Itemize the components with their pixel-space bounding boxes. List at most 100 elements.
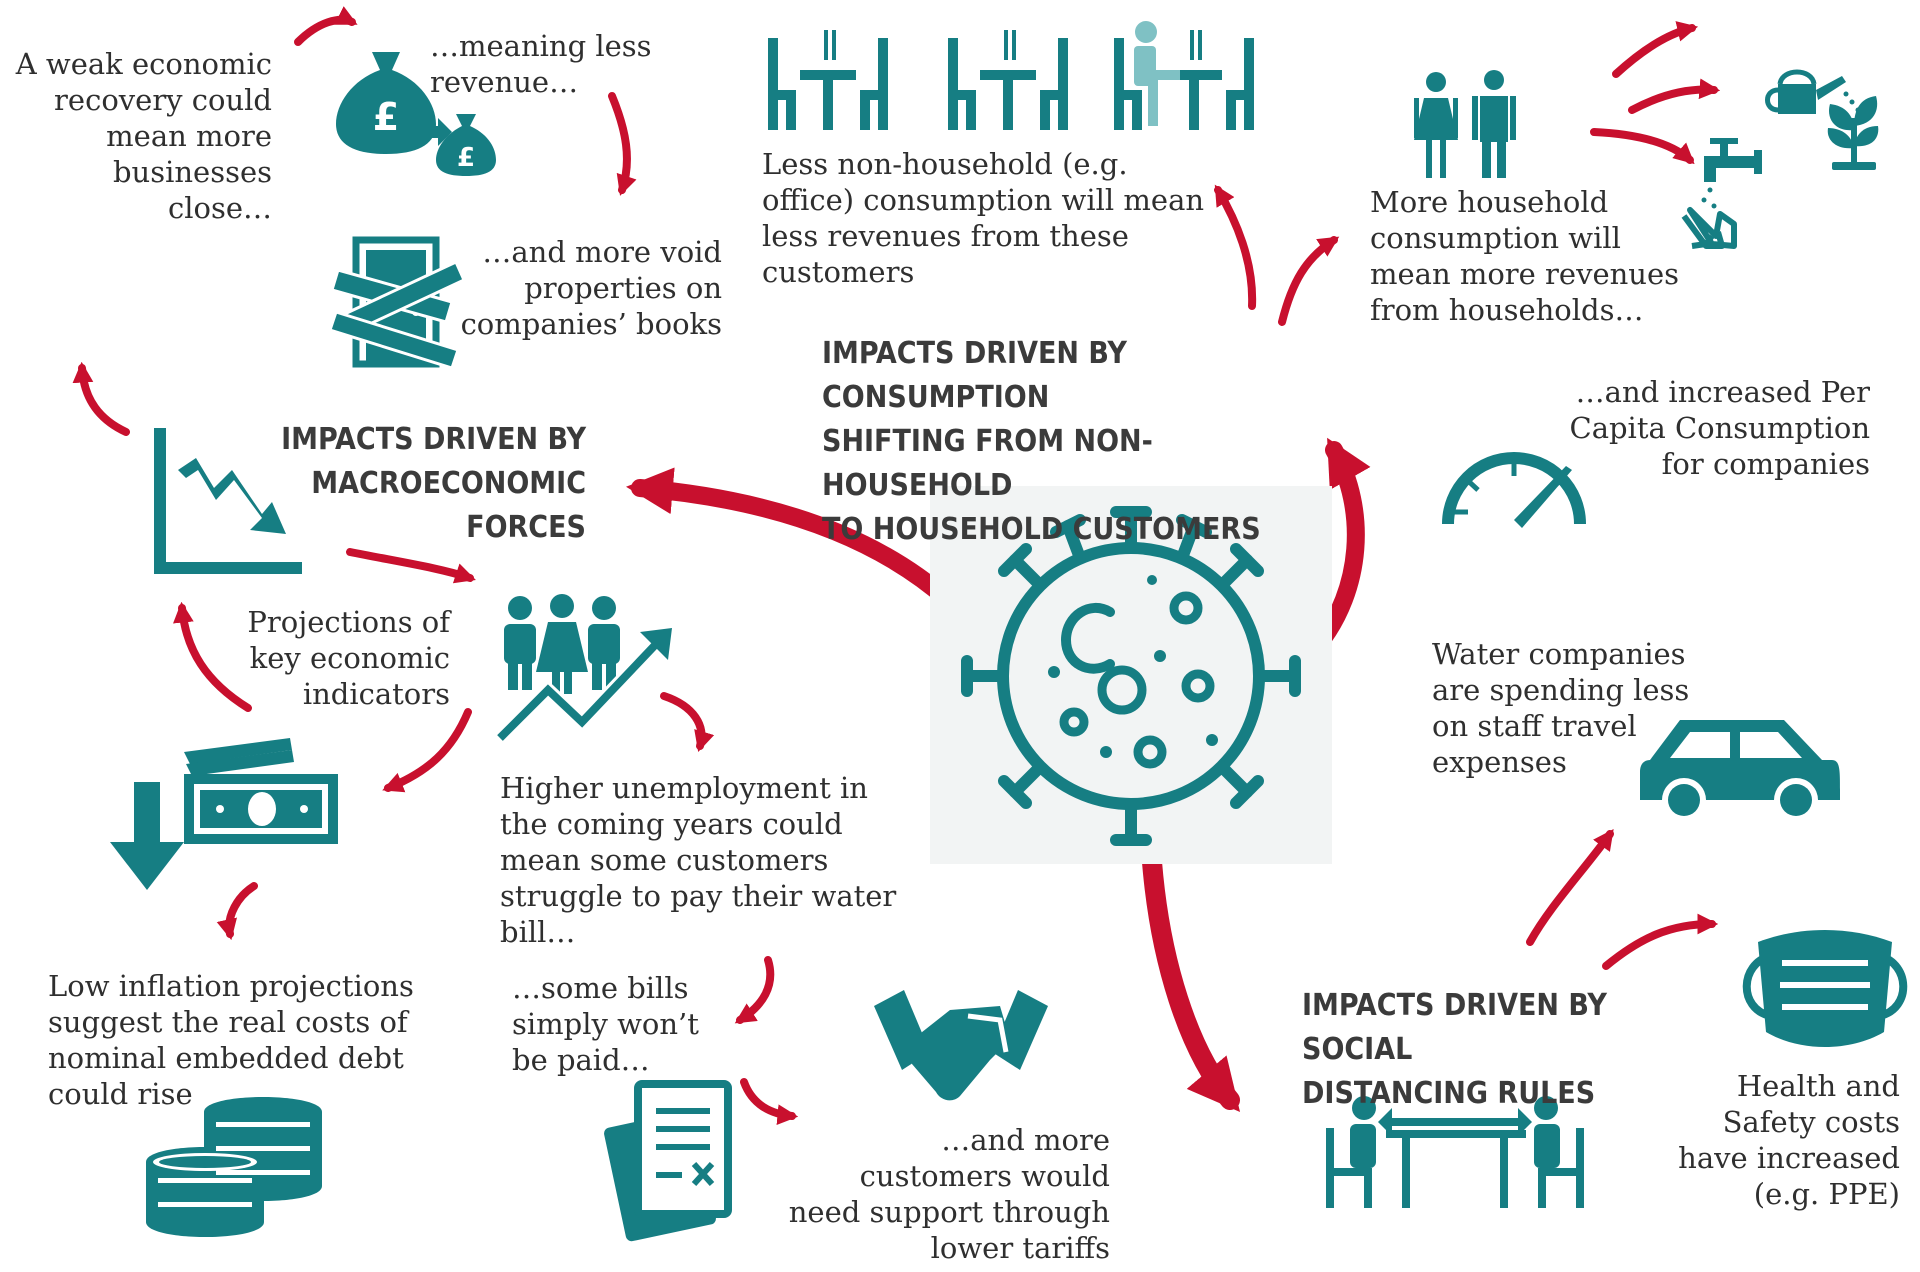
arrow-virus-to-social <box>1142 852 1241 1112</box>
text-line: Water companies <box>1432 637 1686 671</box>
arrow-bills-to-support <box>740 1078 799 1126</box>
money-down-icon <box>110 738 338 890</box>
text-line: consumption will <box>1370 221 1621 255</box>
arrow-virus-to-macro <box>626 467 957 609</box>
text-line: struggle to pay their water <box>500 879 897 913</box>
boarded-door-icon <box>328 236 466 370</box>
arrow-consumption-to-household <box>1278 236 1340 326</box>
text-line: companies’ books <box>460 307 722 341</box>
hand-washing-icon <box>1681 207 1737 249</box>
arrow-chart-to-weak <box>72 361 130 436</box>
heading-social-line: IMPACTS DRIVEN BY SOCIAL <box>1302 988 1607 1067</box>
text-line: revenue… <box>430 65 579 99</box>
tap-icon <box>1701 138 1762 209</box>
coins-icon <box>146 1097 322 1237</box>
handshake-icon <box>874 990 1048 1101</box>
text-line: lower tariffs <box>930 1231 1110 1265</box>
arrow-consumption-to-nonhousehold <box>1214 184 1257 310</box>
text-line: …some bills <box>512 971 689 1005</box>
heading-social-line: DISTANCING RULES <box>1302 1076 1596 1111</box>
text-bills-unpaid: …some bills simply won’t be paid… <box>512 970 732 1078</box>
text-line: have increased <box>1678 1141 1900 1175</box>
text-line: simply won’t <box>512 1007 699 1041</box>
arrow-revenue-to-void <box>608 92 637 196</box>
text-line: Low inflation projections <box>48 969 414 1003</box>
table-set-3 <box>1114 21 1254 130</box>
arrow-projections-to-money <box>382 708 472 793</box>
text-line: from households… <box>1370 293 1644 327</box>
text-line: Capita Consumption <box>1569 411 1871 445</box>
text-line: customers would <box>859 1159 1110 1193</box>
text-line: close… <box>167 191 272 225</box>
text-less-revenue: …meaning less revenue… <box>430 28 680 100</box>
text-line: Higher unemployment in <box>500 771 868 805</box>
plant-icon <box>1827 96 1879 170</box>
family-icon <box>1414 70 1516 178</box>
text-line: nominal embedded debt <box>48 1041 404 1075</box>
text-line: mean more revenues <box>1370 257 1680 291</box>
text-low-inflation: Low inflation projections suggest the re… <box>48 968 478 1112</box>
text-line: office) consumption will mean <box>762 183 1205 217</box>
table-set-1 <box>768 30 888 130</box>
heading-macro-line: FORCES <box>466 510 586 545</box>
arrow-family-to-plant <box>1628 78 1721 114</box>
text-household: More household consumption will mean mor… <box>1370 184 1690 328</box>
text-line: Projections of <box>247 605 450 639</box>
arrow-family-to-tap <box>1590 128 1695 165</box>
arrow-family-to-watering <box>1612 21 1699 78</box>
text-line: More household <box>1370 185 1609 219</box>
text-line: properties on <box>524 271 722 305</box>
text-line: the coming years could <box>500 807 843 841</box>
distanced-meeting-icon <box>1326 1096 1584 1208</box>
speedometer-icon <box>1442 452 1586 528</box>
text-unemployment: Higher unemployment in the coming years … <box>500 770 920 950</box>
text-void-properties: …and more void properties on companies’ … <box>440 234 722 342</box>
heading-social-distancing: IMPACTS DRIVEN BY SOCIAL DISTANCING RULE… <box>1302 984 1722 1116</box>
arrow-higher-to-bills <box>734 956 775 1024</box>
text-line: are spending less <box>1432 673 1690 707</box>
text-line: on staff travel <box>1432 709 1637 743</box>
text-line: Safety costs <box>1722 1105 1900 1139</box>
text-line: A weak economic <box>15 47 272 81</box>
restaurant-tables-icon <box>768 21 1254 130</box>
text-projections: Projections of key economic indicators <box>218 604 450 712</box>
text-line: (e.g. PPE) <box>1753 1177 1900 1211</box>
text-line: …meaning less <box>430 29 652 63</box>
declining-chart-icon <box>154 428 302 574</box>
heading-macro-line: IMPACTS DRIVEN BY <box>281 422 586 457</box>
heading-consumption: IMPACTS DRIVEN BY CONSUMPTION SHIFTING F… <box>822 332 1342 552</box>
text-line: …and more void <box>482 235 722 269</box>
arrows <box>72 6 1721 1126</box>
arrow-social-to-health <box>1602 913 1719 970</box>
text-per-capita: …and increased Per Capita Consumption fo… <box>1530 374 1871 482</box>
heading-macroeconomic: IMPACTS DRIVEN BY MACROECONOMIC FORCES <box>230 418 586 550</box>
heading-consumption-line: TO HOUSEHOLD CUSTOMERS <box>822 512 1261 547</box>
virus-icon <box>930 486 1332 864</box>
unpaid-bill-icon <box>604 1080 732 1242</box>
arrow-unemployment-to-higher <box>660 692 715 752</box>
text-non-household: Less non-household (e.g. office) consump… <box>762 146 1232 290</box>
money-bag-small-symbol: £ <box>457 143 475 173</box>
arrow-social-to-travel <box>1526 828 1614 946</box>
money-bags-icon: £ £ <box>336 52 496 176</box>
text-line: recovery could <box>54 83 272 117</box>
text-line: bill… <box>500 915 576 949</box>
text-line: for companies <box>1661 447 1870 481</box>
arrow-chart-to-unemployment <box>346 548 476 584</box>
seated-person <box>1134 21 1180 126</box>
heading-consumption-line: SHIFTING FROM NON-HOUSEHOLD <box>822 424 1153 503</box>
arrow-projections-to-chart <box>173 601 252 712</box>
unemployment-people-icon <box>495 594 672 743</box>
text-line: need support through <box>788 1195 1110 1229</box>
car-icon <box>1640 720 1840 822</box>
arrow-money-to-inflation <box>216 882 258 941</box>
text-line: businesses <box>112 155 272 189</box>
text-support: …and more customers would need support t… <box>760 1122 1110 1266</box>
text-line: Less non-household (e.g. <box>762 147 1128 181</box>
arrow-virus-to-consumption <box>1309 437 1371 654</box>
face-mask-icon <box>1742 930 1908 1047</box>
watering-can-icon <box>1765 69 1861 114</box>
text-line: suggest the real costs of <box>48 1005 408 1039</box>
text-line: mean more <box>106 119 272 153</box>
